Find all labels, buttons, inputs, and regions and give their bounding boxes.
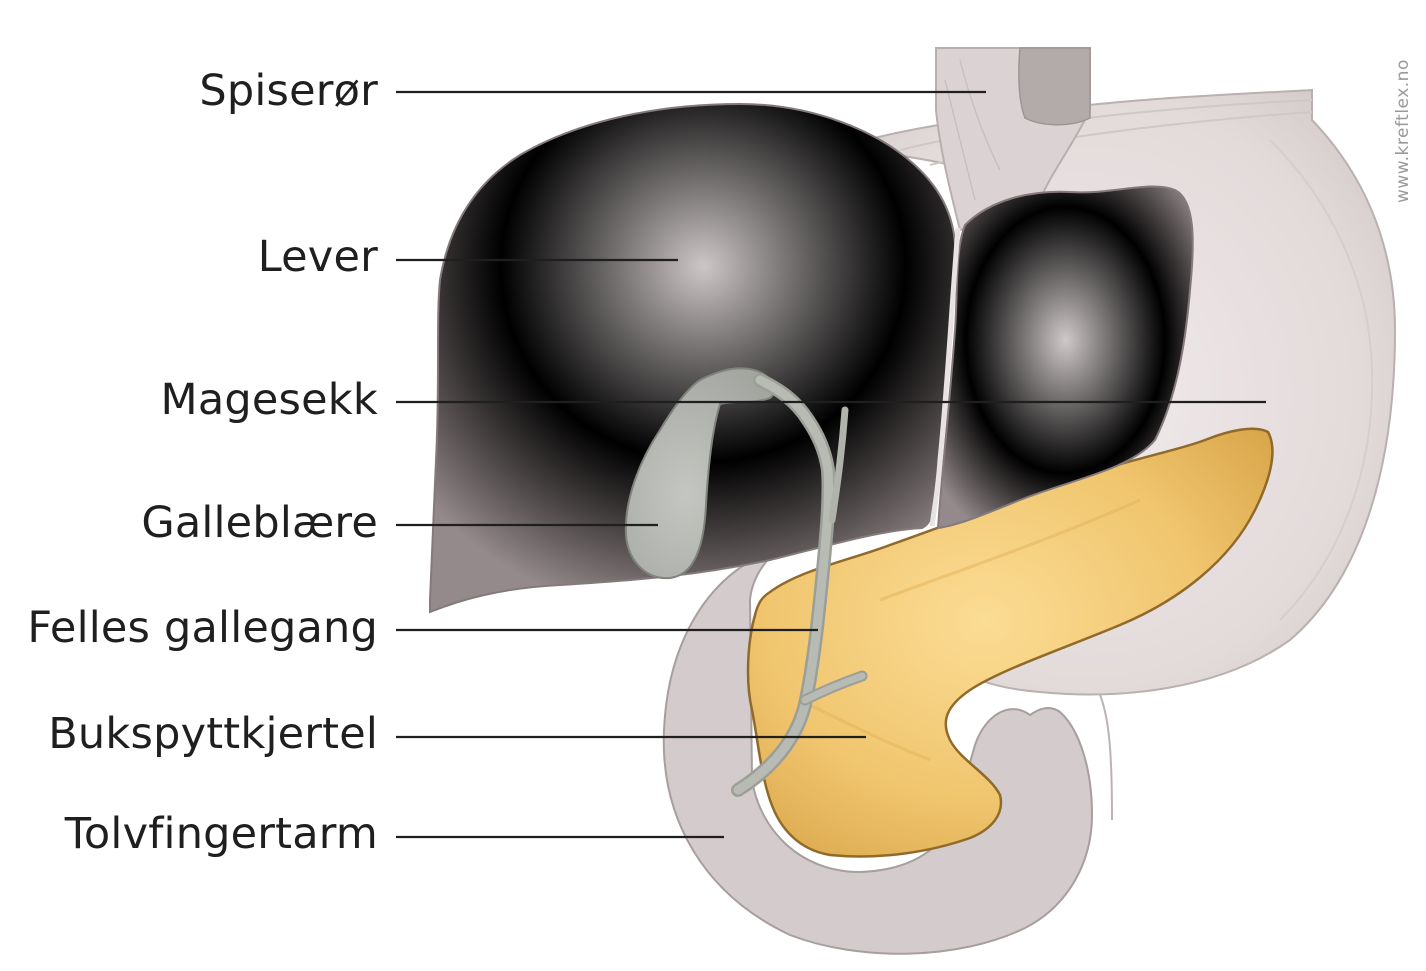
label-tolvfingertarm: Tolvfingertarm [65, 813, 378, 856]
label-galleblaere: Galleblære [141, 502, 378, 545]
label-bukspyttkjertel: Bukspyttkjertel [48, 713, 378, 756]
label-magesekk: Magesekk [161, 379, 378, 422]
label-spiseror: Spiserør [199, 70, 378, 113]
label-lever: Lever [258, 236, 378, 279]
label-felles-gallegang: Felles gallegang [27, 607, 378, 650]
watermark: www.kreftlex.no [1393, 59, 1413, 203]
